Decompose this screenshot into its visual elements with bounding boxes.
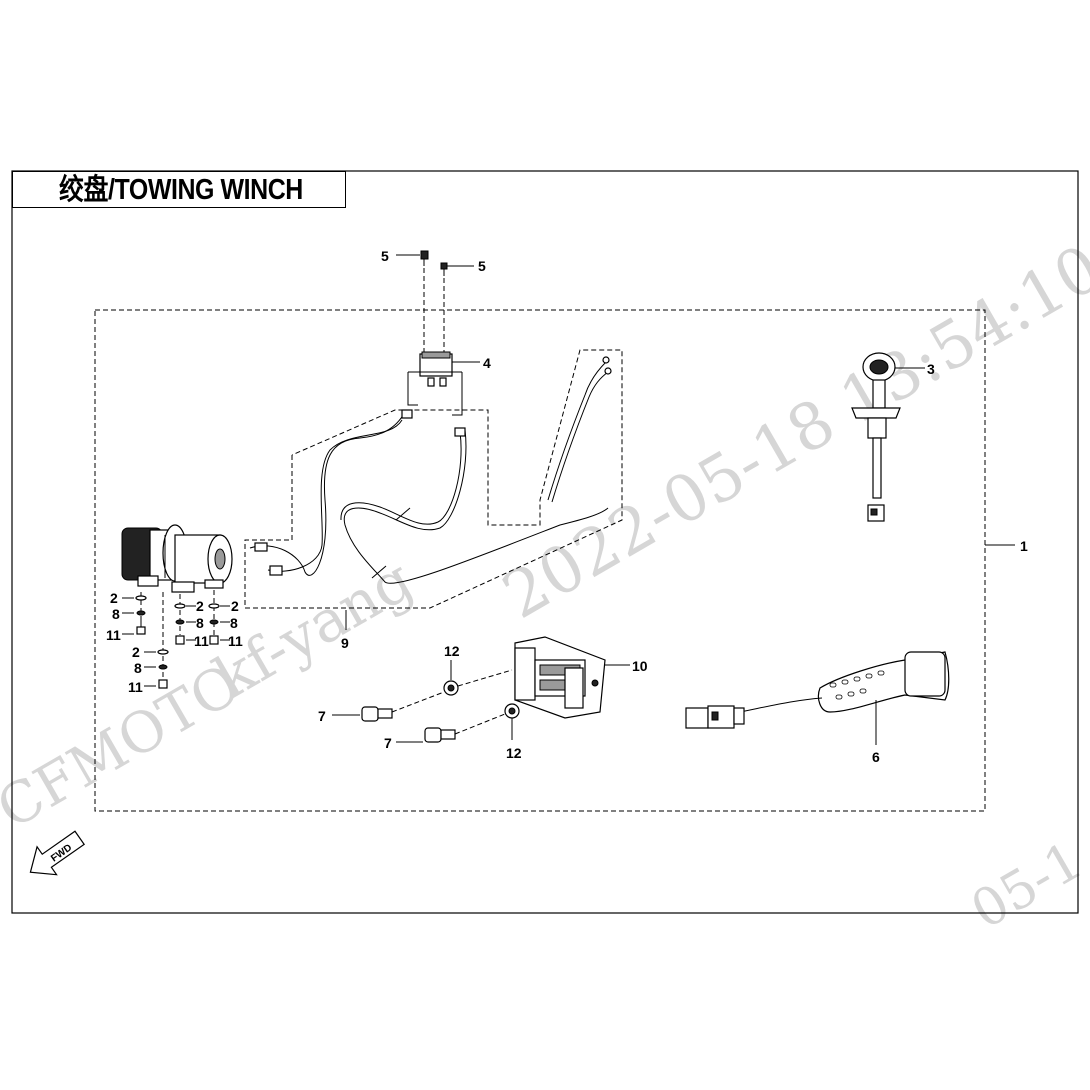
- bolt-7b: [396, 713, 506, 743]
- watermark-timestamp: 2022-05-18 13:54:10: [491, 231, 1090, 633]
- fastener-stack-middle: [174, 594, 186, 645]
- callout-10: 10: [632, 658, 648, 674]
- fastener-stack-left: [135, 592, 147, 635]
- callout-8a: 8: [112, 606, 120, 622]
- screw-5a: [396, 250, 429, 352]
- outer-frame: [11, 170, 1079, 914]
- harness-boundary: [244, 349, 623, 609]
- callout-6: 6: [872, 749, 880, 765]
- callout-2d: 2: [231, 598, 239, 614]
- watermark-corner: 05-1: [962, 831, 1090, 941]
- callout-12b: 12: [506, 745, 522, 761]
- callout-9: 9: [341, 635, 349, 651]
- callout-8b: 8: [134, 660, 142, 676]
- washer-12b: [504, 703, 520, 740]
- wiring-harness: [249, 356, 612, 584]
- fastener-stack-right: [208, 590, 220, 645]
- assembly-boundary: [94, 309, 986, 812]
- callout-1: 1: [1020, 538, 1028, 554]
- callout-11c: 11: [194, 633, 209, 649]
- watermark: 2022-05-18 13:54:10 kf-yang CFMOTO 05-1: [0, 231, 1090, 941]
- callout-7a: 7: [318, 708, 326, 724]
- callout-11b: 11: [128, 679, 143, 695]
- callout-8d: 8: [230, 615, 238, 631]
- dash-switch: [851, 352, 901, 522]
- washer-12a: [443, 660, 513, 696]
- callout-3: 3: [927, 361, 935, 377]
- winch-assembly: [121, 524, 233, 593]
- callout-11d: 11: [228, 633, 243, 649]
- contactor-relay: [407, 351, 463, 416]
- bolt-7a: [332, 691, 445, 722]
- callout-12a: 12: [444, 643, 460, 659]
- page-title: 绞盘/TOWING WINCH: [59, 174, 303, 206]
- fastener-stack-bottom: [157, 592, 169, 689]
- winch-remote: [685, 651, 950, 729]
- callout-5b: 5: [478, 258, 486, 274]
- screw-5b: [440, 262, 474, 352]
- callout-8c: 8: [196, 615, 204, 631]
- title-box: 绞盘/TOWING WINCH: [12, 171, 346, 208]
- callout-2a: 2: [110, 590, 118, 606]
- callout-4: 4: [483, 355, 491, 371]
- roller-fairlead: [514, 636, 606, 719]
- callout-11a: 11: [106, 627, 121, 643]
- callout-7b: 7: [384, 735, 392, 751]
- watermark-brand: CFMOTO: [0, 652, 251, 842]
- callout-5a: 5: [381, 248, 389, 264]
- callout-2c: 2: [196, 598, 204, 614]
- callout-2b: 2: [132, 644, 140, 660]
